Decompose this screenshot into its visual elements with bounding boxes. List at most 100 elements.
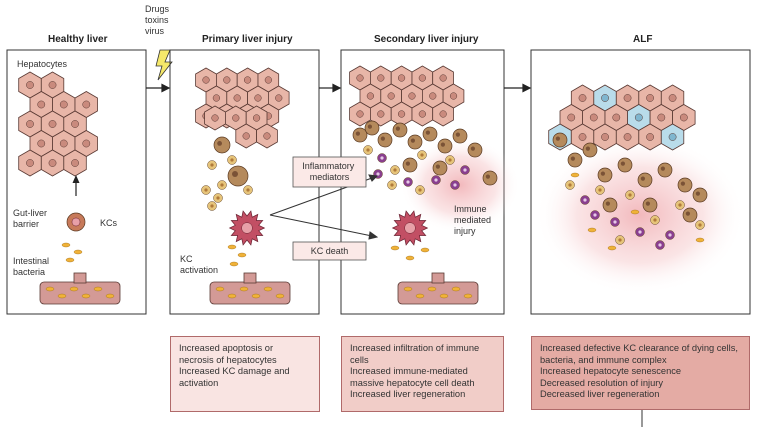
immune-cell-nucleus [658,243,662,247]
damaged-cell-fragment [395,126,400,131]
hepatocyte-cell-nucleus [657,113,666,122]
bacterium [439,293,449,299]
damaged-cell [352,127,368,143]
hepatocyte-cell-nucleus [679,113,688,122]
damaged-cell [677,177,693,193]
damaged-cell [482,170,498,186]
damaged-cell [422,126,438,142]
damaged-cell [602,197,618,213]
info-line: Increased infiltration of immune [350,343,480,353]
hepatocyte-cell-nucleus [418,110,426,118]
immune-cell-nucleus [230,158,234,162]
hepatocyte-cell-nucleus [377,110,385,118]
hepatocyte-cell-nucleus [601,94,609,102]
bacterium [227,244,237,250]
kc-activation-line-1: KC [180,254,193,264]
bacterium [263,286,273,292]
inflammation-glow-secondary [400,137,520,233]
info-box-secondary: Increased infiltration of immune cells I… [341,336,504,412]
kupffer-cell-nucleus [404,222,416,234]
bacterium [65,257,75,263]
info-line: Decreased resolution of injury [540,377,663,388]
immune-cell-nucleus [593,213,597,217]
immune-cell-nucleus [568,183,572,187]
hepatocyte-cell-nucleus [356,74,364,82]
info-line: bacteria, and immune complex [540,354,667,365]
trigger-line-3: virus [145,26,165,36]
hepatocyte-cell-nucleus [37,139,46,148]
damaged-cell [642,197,658,213]
inflammatory-mediators-line-1: Inflammatory [302,161,355,171]
bacterium [463,293,473,299]
immune-cell-nucleus [418,188,422,192]
damaged-cell-fragment [640,176,646,181]
immune-cell-nucleus [376,172,380,176]
bacterium [251,293,261,299]
immune-cell-nucleus [216,196,220,200]
bacterium [275,293,285,299]
trigger-line-1: Drugs [145,4,170,14]
immune-cell-nucleus [434,178,438,182]
hepatocyte-cell-nucleus [254,94,262,102]
hepatocyte-cell-nucleus [668,133,677,141]
immune-mediated-injury-label: Immune mediated injury [454,204,494,236]
hepatocyte-cell-nucleus [37,100,46,109]
hepatocyte-cell-nucleus [26,120,34,128]
hepatocyte-cell-nucleus [48,81,57,89]
immune-cell-nucleus [698,223,702,227]
damaged-cell-fragment [355,131,360,136]
hepatocyte-cell-nucleus [601,133,609,141]
bacterium [420,247,430,253]
damaged-cell [402,157,418,173]
hepatocyte-cell-nucleus [232,114,240,122]
damaged-cell [692,187,708,203]
hepatocyte-cell-nucleus [623,94,632,102]
bacterium [81,293,91,299]
hepatocyte-cell-nucleus [252,114,261,122]
immune-mediated-injury-line-1: Immune [454,204,487,214]
bacterium [93,286,103,292]
immune-cell-nucleus [210,163,214,167]
hepatocyte-cell-nucleus [211,114,219,122]
panel-title-healthy: Healthy liver [48,34,108,45]
hepatocyte-cell-nucleus [26,159,34,167]
bacterium [215,286,225,292]
damaged-cell [467,142,483,158]
trigger-line-2: toxins [145,15,169,25]
damaged-cell-fragment [410,138,415,143]
bacterium [237,252,247,258]
bacterium [570,172,580,178]
hepatocyte-cell-nucleus [223,76,231,84]
hepatocyte-cell-nucleus [82,100,91,109]
immune-cell-nucleus [628,193,632,197]
kc-activation-label: KC activation [180,254,218,275]
vessel-branch [431,272,445,284]
immune-cell-nucleus [453,183,457,187]
info-line: Increased hepatocyte senescence [540,366,682,377]
immune-cell-nucleus [463,168,467,172]
damaged-cell-fragment [470,146,475,151]
intestinal-bacteria-line-1: Intestinal [13,256,49,266]
bacterium [405,255,415,261]
info-line: Increased immune-mediated [350,366,468,377]
damaged-cell [452,128,468,144]
hepatocyte-cell-nucleus [387,92,395,100]
immune-cell-nucleus [204,188,208,192]
damaged-cell [552,132,568,148]
immune-cell-nucleus [390,183,394,187]
immune-mediated-injury-line-2: mediated [454,215,491,225]
panel-title-alf: ALF [633,34,652,45]
damaged-cell [227,165,249,187]
info-box-alf: Increased defective KC clearance of dyin… [531,336,750,410]
damaged-cell-fragment [620,161,626,166]
immune-cell-nucleus [380,156,384,160]
damaged-cell-fragment [455,132,460,137]
immune-cell-nucleus [583,198,587,202]
bacterium [239,286,249,292]
hepatocyte-cell-nucleus [589,113,598,122]
immune-cell-nucleus [638,230,642,234]
immune-cell-nucleus [220,183,224,187]
hepatocyte-cell-nucleus [356,110,364,118]
bacterium [105,293,115,299]
immune-cell-nucleus [448,158,452,162]
